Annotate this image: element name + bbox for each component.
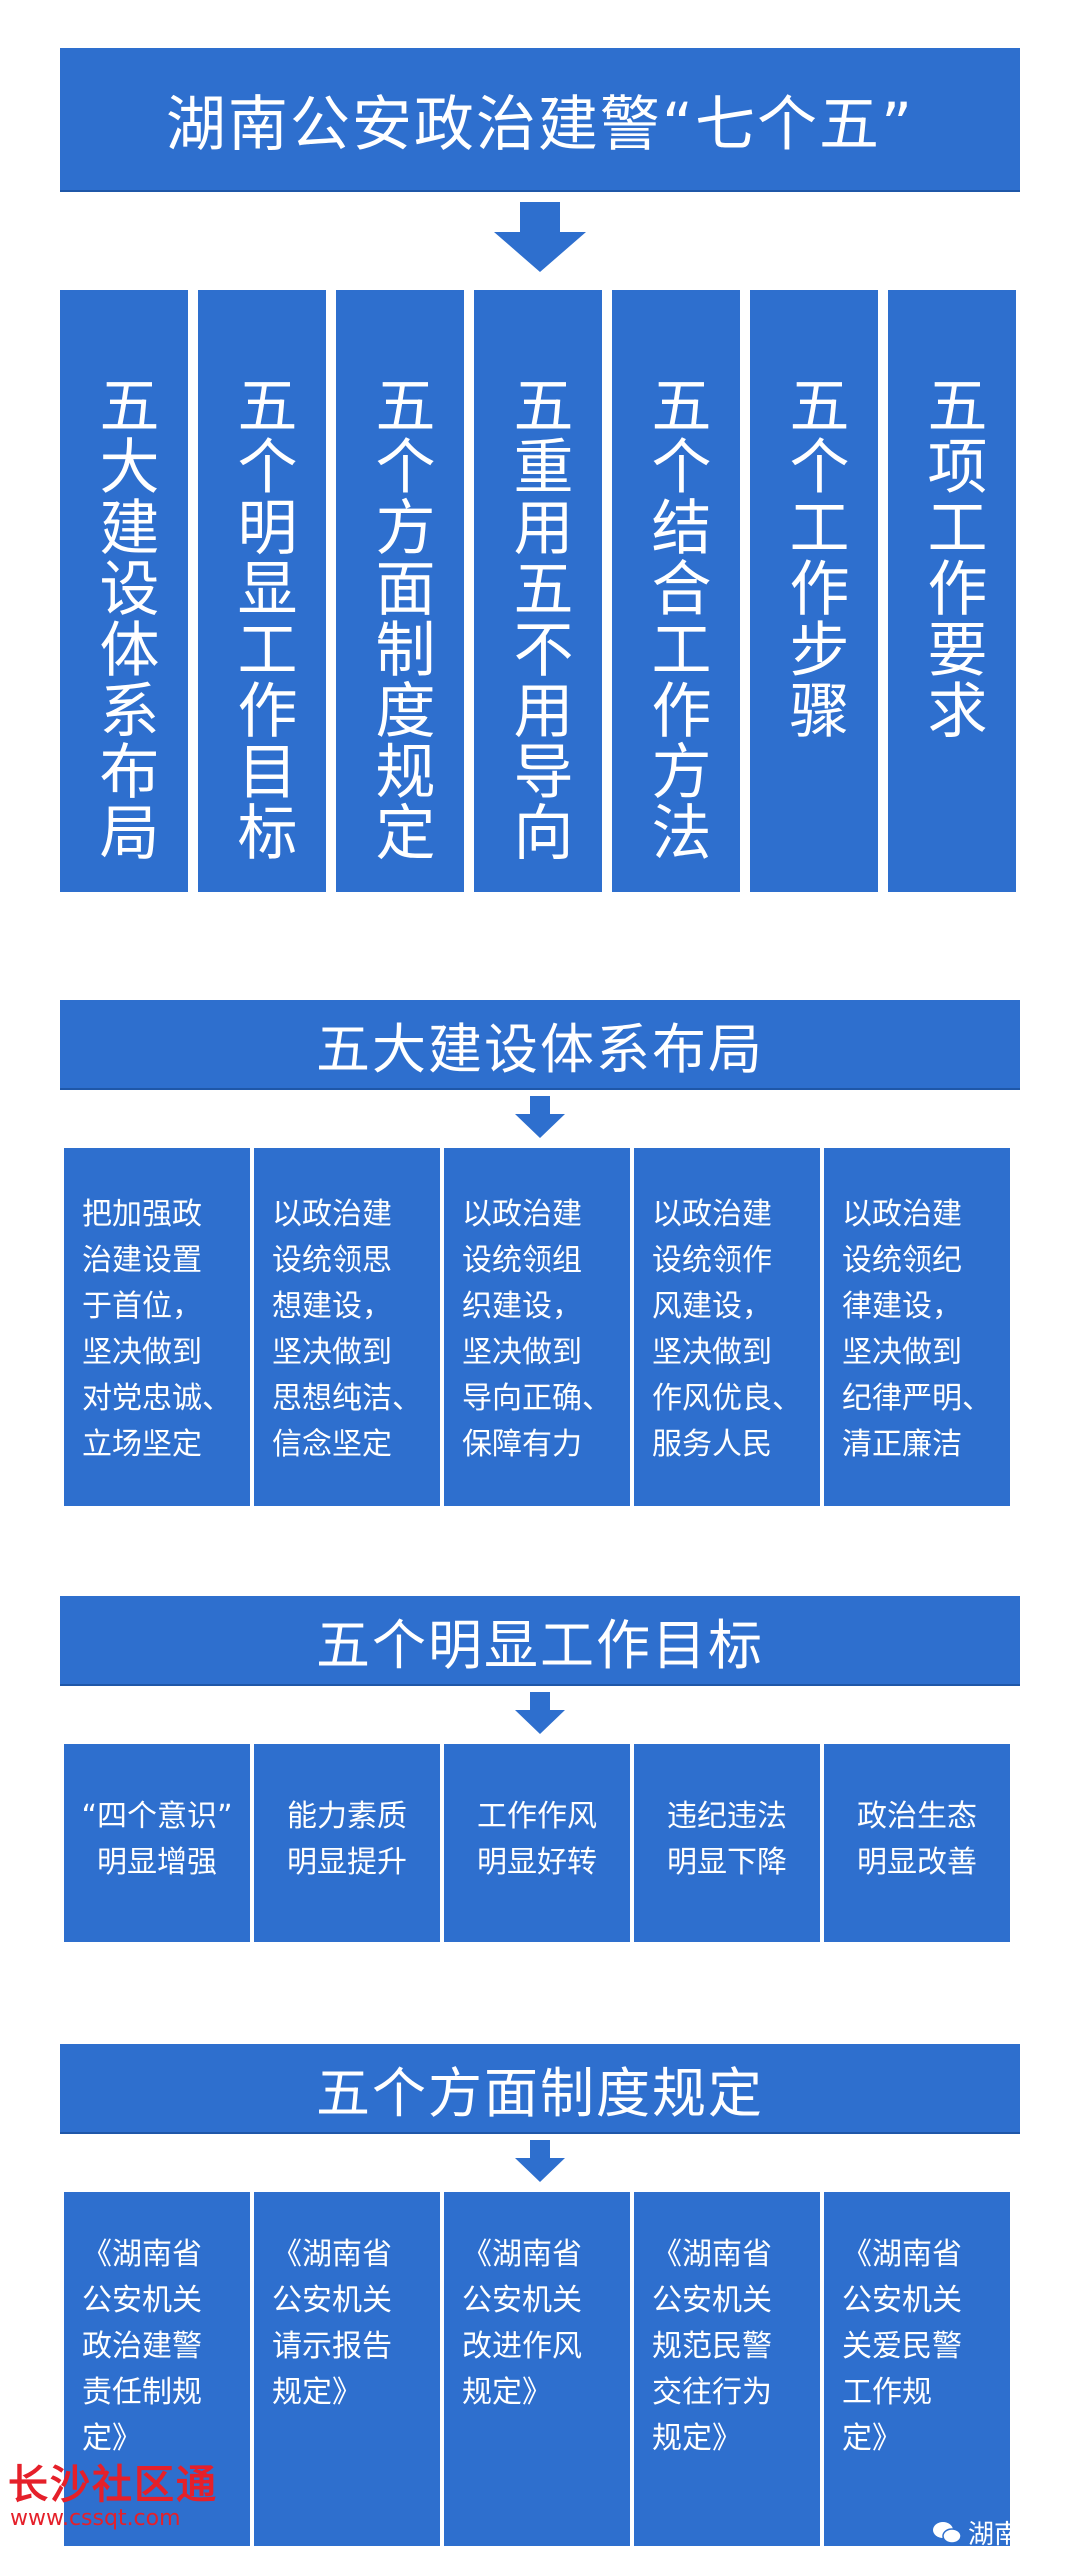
arrow-down-icon: [515, 1692, 565, 1734]
main-title: 湖南公安政治建警“七个五”: [165, 89, 915, 160]
watermark-url: www.cssqt.com: [10, 2506, 181, 2531]
main-title-banner: 湖南公安政治建警“七个五”: [60, 48, 1020, 190]
content-box: 《湖南省 公安机关 规范民警 交往行为 规定》: [634, 2192, 820, 2546]
column-item: 五大建设体系布局: [60, 290, 188, 892]
section-title: 五个明显工作目标: [316, 1613, 764, 1677]
content-box: 以政治建 设统领纪 律建设， 坚决做到 纪律严明、 清正廉洁: [824, 1148, 1010, 1506]
column-item: 五个方面制度规定: [336, 290, 464, 892]
content-box: 能力素质 明显提升: [254, 1744, 440, 1942]
arrow-down-icon: [494, 202, 586, 272]
content-box: 《湖南省 公安机关 关爱民警 工作规 定》: [824, 2192, 1010, 2546]
content-box: 以政治建 设统领思 想建设， 坚决做到 思想纯洁、 信念坚定: [254, 1148, 440, 1506]
arrow-down-icon: [515, 1096, 565, 1138]
content-box: 工作作风 明显好转: [444, 1744, 630, 1942]
content-box: 以政治建 设统领组 织建设， 坚决做到 导向正确、 保障有力: [444, 1148, 630, 1506]
column-item: 五重用五不用导向: [474, 290, 602, 892]
wechat-icon: [932, 2521, 962, 2544]
content-box: 政治生态 明显改善: [824, 1744, 1010, 1942]
section-title-banner: 五个方面制度规定: [60, 2044, 1020, 2132]
wechat-watermark: 湖南公安: [932, 2514, 1072, 2551]
content-box: 违纪违法 明显下降: [634, 1744, 820, 1942]
watermark-logo-text: 长沙社区通: [8, 2462, 218, 2508]
content-box: 《湖南省 公安机关 改进作风 规定》: [444, 2192, 630, 2546]
content-box: 以政治建 设统领作 风建设， 坚决做到 作风优良、 服务人民: [634, 1148, 820, 1506]
section-title-banner: 五个明显工作目标: [60, 1596, 1020, 1684]
column-item: 五个工作步骤: [750, 290, 878, 892]
content-box: 《湖南省 公安机关 政治建警 责任制规 定》: [64, 2192, 250, 2546]
content-box: “四个意识” 明显增强: [64, 1744, 250, 1942]
arrow-down-icon: [515, 2140, 565, 2182]
content-box: 把加强政 治建设置 于首位， 坚决做到 对党忠诚、 立场坚定: [64, 1148, 250, 1506]
content-box: 《湖南省 公安机关 请示报告 规定》: [254, 2192, 440, 2546]
wechat-account-name: 湖南公安: [967, 2520, 1072, 2550]
column-item: 五项工作要求: [888, 290, 1016, 892]
section-title-banner: 五大建设体系布局: [60, 1000, 1020, 1088]
section-title: 五个方面制度规定: [316, 2061, 764, 2125]
section-title: 五大建设体系布局: [316, 1017, 764, 1081]
column-item: 五个明显工作目标: [198, 290, 326, 892]
column-item: 五个结合工作方法: [612, 290, 740, 892]
